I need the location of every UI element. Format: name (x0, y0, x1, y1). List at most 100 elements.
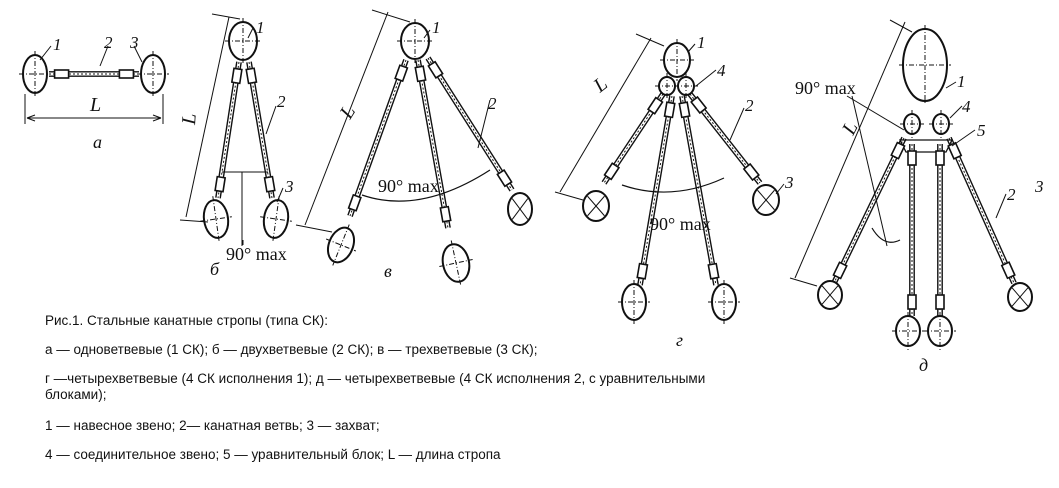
label-b-angle: 90° max (226, 244, 287, 264)
d-dim-ext-bottom (789, 277, 818, 287)
v-rope-left-edge-a (347, 59, 405, 216)
a-rope-2-sleeve-top (53, 69, 70, 79)
d-grab-outer-right-icon (1007, 282, 1033, 312)
d-rope-outer-left-sleeve-bottom (832, 261, 848, 280)
caption-line-legend-4-5-l: 4 — соединительное звено; 5 — уравнитель… (45, 447, 501, 462)
b-leader-2 (265, 105, 277, 135)
g-rope-inner-right-edge-a (679, 96, 715, 286)
d-leader-1 (945, 81, 957, 89)
g-grab-inner-right-icon (708, 280, 740, 324)
v-rope-right-edge-b (429, 56, 515, 190)
label-b-rope-2: 2 (277, 92, 286, 111)
d-grab-inner-left-icon (892, 312, 924, 350)
a-leader-2 (99, 45, 109, 67)
d-dim-ext-top (889, 19, 913, 33)
caption-line-types-a-b-v: а — одноветвевые (1 СК); б — двухветвевы… (45, 342, 538, 357)
v-rope-center-sleeve-top (414, 65, 427, 83)
figure-caption: Рис.1. Стальные канатные стропы (типа СК… (45, 313, 745, 476)
d-rope-inner-right-sleeve-bottom (935, 294, 945, 310)
label-g-link-1: 1 (697, 33, 706, 52)
g-rope-inner-right-sleeve-bottom (707, 262, 720, 280)
label-a-rope-2: 2 (104, 33, 113, 52)
label-a-length: L (89, 94, 101, 116)
v-rope-left-edge-b (351, 60, 409, 217)
label-d-link-4: 4 (962, 97, 971, 116)
v-rope-right-sleeve-top (427, 60, 444, 79)
g-rope-inner-right-edge-b (683, 95, 719, 285)
sling-drawings (19, 9, 1033, 350)
v-leader-2 (477, 99, 491, 149)
d-rope-outer-right-sleeve-bottom (1000, 261, 1016, 280)
g-grab-outer-right-icon (752, 184, 780, 216)
d-rope-inner-right-sleeve-top (935, 150, 945, 166)
d-rope-outer-left-strands (833, 137, 905, 284)
v-grab-right-icon (507, 192, 533, 226)
v-link-1-icon (397, 19, 433, 63)
d-rope-outer-right-sleeve-top (947, 141, 963, 160)
d-angle-arc (871, 227, 901, 243)
b-rope-left-sleeve-bottom (214, 175, 227, 193)
label-v-rope-2: 2 (488, 94, 497, 113)
g-rope-inner-left-edge-b (641, 96, 675, 286)
a-grab-3-icon (137, 51, 169, 97)
b-leader-3 (276, 187, 284, 203)
d-grab-outer-left-icon (817, 280, 843, 310)
d-rope-outer-right-strands (948, 137, 1015, 284)
d-dim-line (794, 21, 906, 279)
caption-line-legend-1-2-3: 1 — навесное звено; 2— канатная ветвь; 3… (45, 418, 380, 433)
g-rope-inner-right-sleeve-top (678, 101, 691, 119)
g-rope-outer-right-strands (689, 93, 761, 184)
g-rope-inner-left-sleeve-bottom (636, 262, 649, 280)
label-g-length: L (589, 73, 612, 98)
b-dim-ext-top (211, 13, 241, 20)
g-rope-outer-right-sleeve-top (690, 95, 708, 115)
a-dim-arrow-l1 (26, 114, 36, 119)
g-leader-1 (687, 43, 696, 53)
g-rope-inner-left-edge-a (637, 95, 671, 285)
v-rope-center-strands (417, 59, 449, 229)
v-grab-left-icon (325, 224, 357, 266)
label-a-grab-3: 3 (129, 33, 139, 52)
label-g-grab-3: 3 (784, 173, 794, 192)
d-rope-inner-left-sleeve-bottom (907, 294, 917, 310)
g-rope-inner-left-sleeve-top (663, 101, 676, 119)
v-rope-center-edge-b (419, 59, 451, 228)
v-angle-arc (361, 169, 491, 202)
label-d-grab-3: 3 (1034, 177, 1044, 196)
subfigure-label-a: а (93, 132, 102, 152)
d-grab-inner-right-icon (924, 312, 956, 350)
g-link-4-right-icon (674, 73, 698, 99)
b-rope-left-sleeve-top (230, 67, 243, 85)
b-rope-right-edge-a (246, 62, 271, 199)
label-v-link-1: 1 (432, 18, 441, 37)
g-leader-2 (729, 107, 745, 141)
b-rope-right-sleeve-bottom (263, 175, 276, 193)
d-rope-outer-left-sleeve-top (890, 141, 906, 160)
label-b-length: L (178, 113, 201, 127)
label-g-link-4: 4 (717, 61, 726, 80)
g-dim-ext-bottom (554, 191, 584, 201)
g-grab-inner-left-icon (618, 280, 650, 324)
b-rope-right-strands (248, 61, 273, 199)
label-b-grab-3: 3 (284, 177, 294, 196)
g-grab-outer-left-icon (582, 190, 610, 222)
v-dim-ext-top (371, 9, 411, 23)
b-rope-left-strands (217, 61, 240, 199)
label-v-length: L (335, 102, 360, 124)
label-d-angle: 90° max (795, 78, 856, 98)
label-g-angle: 90° max (650, 214, 711, 234)
a-dim-arrow-r2 (152, 117, 162, 122)
d-link-4-right-icon (929, 110, 953, 138)
b-dim-line (185, 16, 230, 218)
v-grab-center-icon (439, 240, 473, 286)
b-rope-right-sleeve-top (245, 67, 258, 85)
caption-line-types-g-d: г —четырехветвевые (4 СК исполнения 1); … (45, 371, 706, 402)
g-dim-line (559, 37, 652, 193)
label-d-rope-2: 2 (1007, 185, 1016, 204)
v-dim-ext-bottom (295, 224, 333, 233)
b-leader-1 (247, 27, 254, 39)
d-leader-2 (995, 193, 1007, 219)
caption-title: Рис.1. Стальные канатные стропы (типа СК… (45, 313, 329, 328)
v-rope-right-sleeve-bottom (496, 169, 513, 188)
label-b-link-1: 1 (256, 18, 265, 37)
